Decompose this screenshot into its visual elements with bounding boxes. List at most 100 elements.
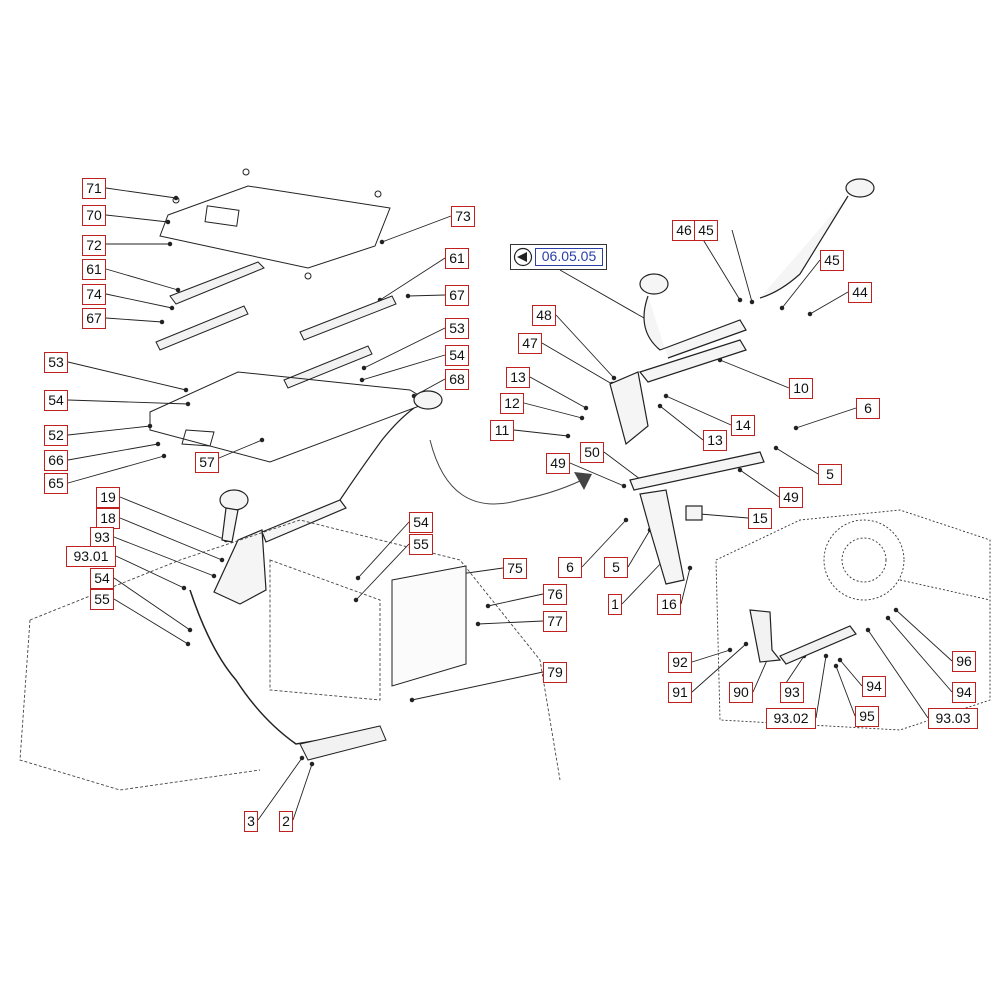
callout-16[interactable]: 16 bbox=[657, 594, 681, 615]
callout-70[interactable]: 70 bbox=[82, 205, 106, 226]
callout-15[interactable]: 15 bbox=[748, 508, 772, 529]
callout-53b[interactable]: 53 bbox=[44, 352, 68, 373]
leader-line bbox=[67, 443, 159, 461]
callout-54a[interactable]: 54 bbox=[445, 345, 469, 366]
leader-tip bbox=[219, 557, 225, 563]
callout-75[interactable]: 75 bbox=[503, 558, 527, 579]
callout-13b[interactable]: 13 bbox=[703, 430, 727, 451]
callout-48[interactable]: 48 bbox=[532, 305, 556, 326]
leader-tip bbox=[749, 299, 755, 305]
leader-line bbox=[292, 763, 313, 821]
callout-46[interactable]: 46 bbox=[672, 220, 696, 241]
leader-tip bbox=[175, 287, 181, 293]
leader-tip bbox=[579, 415, 585, 421]
callout-93a[interactable]: 93 bbox=[90, 527, 114, 548]
leader-line bbox=[699, 513, 749, 519]
callout-50[interactable]: 50 bbox=[580, 442, 604, 463]
callout-77[interactable]: 77 bbox=[543, 611, 567, 632]
callout-76[interactable]: 76 bbox=[543, 584, 567, 605]
leader-line bbox=[680, 567, 691, 605]
callout-49a[interactable]: 49 bbox=[546, 453, 570, 474]
leader-line bbox=[355, 543, 410, 601]
leader-line bbox=[541, 342, 613, 385]
leader-tip bbox=[657, 403, 663, 409]
leader-line bbox=[665, 395, 732, 426]
callout-5b[interactable]: 5 bbox=[604, 557, 628, 578]
callout-5a[interactable]: 5 bbox=[818, 464, 842, 485]
callout-9303[interactable]: 93.03 bbox=[928, 708, 978, 729]
callout-9302[interactable]: 93.02 bbox=[766, 708, 816, 729]
callout-66[interactable]: 66 bbox=[44, 450, 68, 471]
leader-line bbox=[363, 327, 446, 369]
callout-73[interactable]: 73 bbox=[451, 206, 475, 227]
callout-61a[interactable]: 61 bbox=[82, 259, 106, 280]
callout-68[interactable]: 68 bbox=[445, 369, 469, 390]
leader-tip bbox=[823, 653, 829, 659]
callout-19[interactable]: 19 bbox=[96, 487, 120, 508]
callout-54c[interactable]: 54 bbox=[90, 568, 114, 589]
callout-91[interactable]: 91 bbox=[668, 682, 692, 703]
callout-96[interactable]: 96 bbox=[952, 651, 976, 672]
callout-57[interactable]: 57 bbox=[195, 452, 219, 473]
callout-14[interactable]: 14 bbox=[731, 415, 755, 436]
leader-line bbox=[119, 496, 227, 541]
callout-71[interactable]: 71 bbox=[82, 178, 106, 199]
engine-block bbox=[715, 509, 991, 731]
reference-link[interactable]: 06.05.05 bbox=[510, 244, 607, 270]
leader-line bbox=[381, 215, 452, 243]
callout-61b[interactable]: 61 bbox=[445, 248, 469, 269]
callout-54b[interactable]: 54 bbox=[44, 390, 68, 411]
callout-93b[interactable]: 93 bbox=[780, 682, 804, 703]
leader-line bbox=[105, 268, 179, 291]
callout-92[interactable]: 92 bbox=[668, 652, 692, 673]
leader-tip bbox=[259, 437, 265, 443]
leader-tip bbox=[773, 445, 779, 451]
leader-line bbox=[407, 294, 446, 297]
callout-55b[interactable]: 55 bbox=[409, 534, 433, 555]
callout-13a[interactable]: 13 bbox=[506, 367, 530, 388]
leader-line bbox=[105, 187, 177, 199]
callout-12[interactable]: 12 bbox=[500, 393, 524, 414]
leader-line bbox=[691, 643, 747, 693]
leader-line bbox=[487, 593, 544, 607]
callout-6a[interactable]: 6 bbox=[856, 398, 880, 419]
callout-72[interactable]: 72 bbox=[82, 235, 106, 256]
callout-95[interactable]: 95 bbox=[855, 706, 879, 727]
callout-6b[interactable]: 6 bbox=[558, 557, 582, 578]
callout-49b[interactable]: 49 bbox=[779, 487, 803, 508]
callout-1[interactable]: 1 bbox=[608, 594, 622, 615]
leader-line bbox=[621, 559, 665, 605]
leader-lines bbox=[67, 187, 953, 821]
callout-94a[interactable]: 94 bbox=[862, 676, 886, 697]
callout-9301[interactable]: 93.01 bbox=[66, 546, 116, 567]
leader-line bbox=[379, 257, 446, 301]
left-lever-assembly bbox=[213, 390, 443, 605]
callout-47[interactable]: 47 bbox=[518, 333, 542, 354]
callout-18[interactable]: 18 bbox=[96, 508, 120, 529]
callout-45b[interactable]: 45 bbox=[820, 250, 844, 271]
callout-65[interactable]: 65 bbox=[44, 473, 68, 494]
callout-54d[interactable]: 54 bbox=[409, 512, 433, 533]
leader-line bbox=[719, 359, 790, 389]
callout-3[interactable]: 3 bbox=[244, 811, 258, 832]
callout-45a[interactable]: 45 bbox=[694, 220, 718, 241]
leader-line bbox=[115, 555, 185, 589]
leader-tip bbox=[565, 433, 571, 439]
callout-10[interactable]: 10 bbox=[789, 378, 813, 399]
leader-line bbox=[218, 439, 263, 459]
callout-94b[interactable]: 94 bbox=[952, 682, 976, 703]
right-lever-assembly bbox=[609, 178, 875, 585]
callout-11[interactable]: 11 bbox=[490, 420, 514, 441]
callout-55a[interactable]: 55 bbox=[90, 589, 114, 610]
callout-79[interactable]: 79 bbox=[543, 662, 567, 683]
callout-90[interactable]: 90 bbox=[729, 682, 753, 703]
callout-67a[interactable]: 67 bbox=[82, 308, 106, 329]
callout-74[interactable]: 74 bbox=[82, 284, 106, 305]
callout-53a[interactable]: 53 bbox=[445, 318, 469, 339]
leader-tip bbox=[155, 441, 161, 447]
callout-2[interactable]: 2 bbox=[279, 811, 293, 832]
callout-67b[interactable]: 67 bbox=[445, 285, 469, 306]
callout-44[interactable]: 44 bbox=[848, 282, 872, 303]
callout-52[interactable]: 52 bbox=[44, 425, 68, 446]
